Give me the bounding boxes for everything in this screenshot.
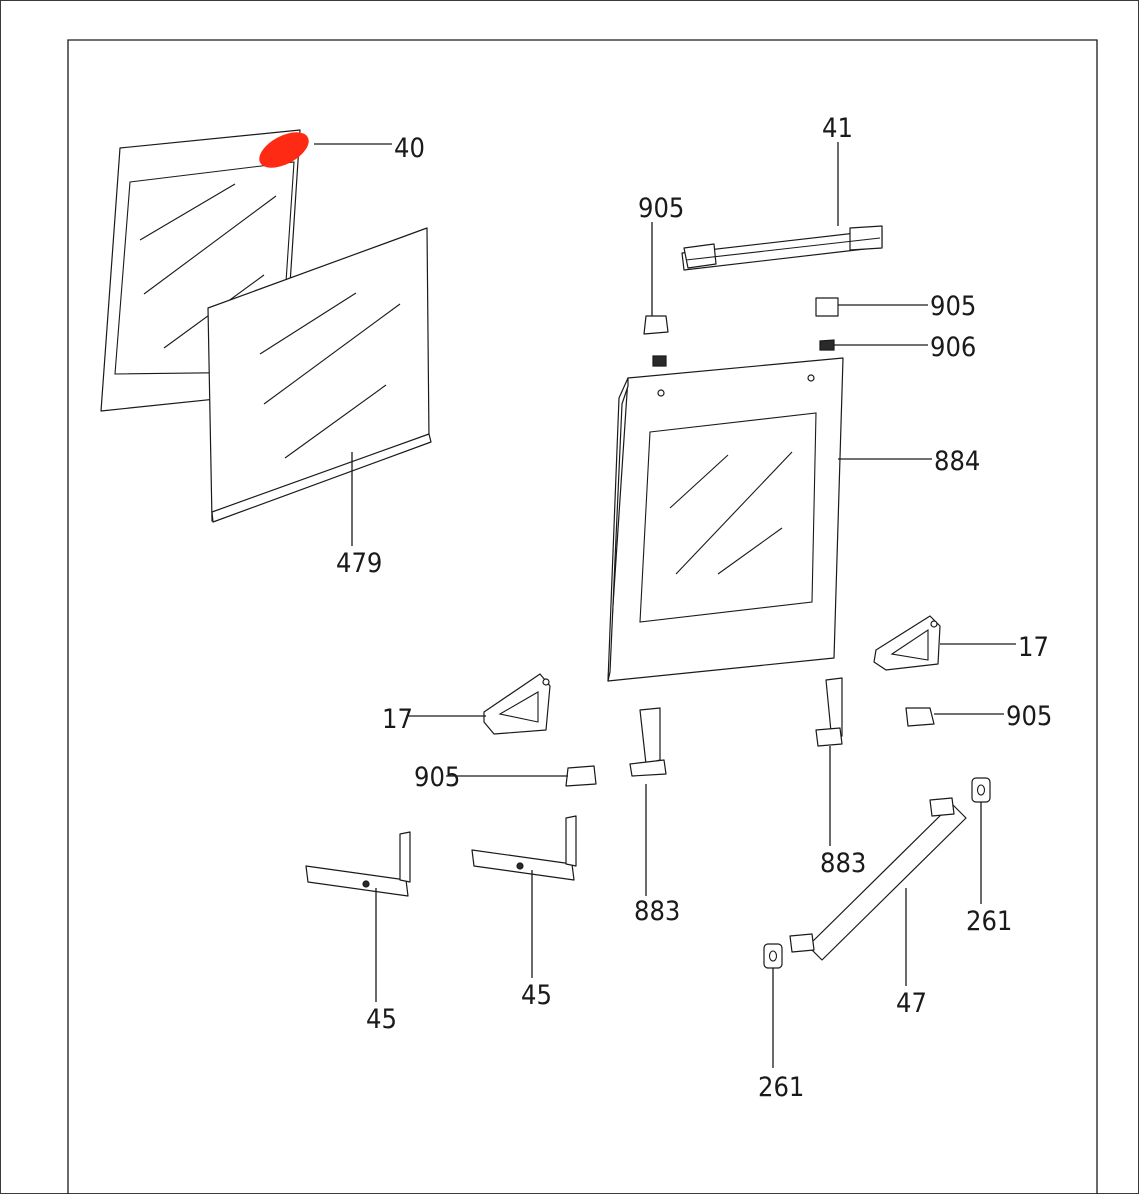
endcap-261-bottom xyxy=(763,943,783,969)
top-profile xyxy=(681,225,883,271)
clip-905-mid-right xyxy=(905,707,935,727)
drawing-frame xyxy=(67,39,1098,1194)
label-part-45-left: 45 xyxy=(366,1004,397,1035)
label-part-884: 884 xyxy=(934,446,980,477)
clip-905-right xyxy=(815,297,839,317)
label-part-47: 47 xyxy=(896,988,927,1019)
label-part-40: 40 xyxy=(394,133,425,164)
leader-lines xyxy=(314,142,1016,1068)
endcap-261-right xyxy=(971,777,991,803)
label-part-261-right: 261 xyxy=(966,906,1012,937)
handle-47 xyxy=(789,797,967,961)
clip-905-top xyxy=(643,315,669,367)
door-frame xyxy=(607,357,844,682)
bracket-17-right xyxy=(873,615,941,671)
label-part-905-right: 905 xyxy=(930,291,976,322)
label-part-41: 41 xyxy=(822,113,853,144)
label-part-17-left: 17 xyxy=(382,704,413,735)
label-part-883-mid: 883 xyxy=(634,896,680,927)
guide-883-right xyxy=(815,677,843,747)
clip-905-left xyxy=(565,765,597,787)
clip-906 xyxy=(819,339,835,351)
label-part-905-top: 905 xyxy=(638,193,684,224)
label-part-479: 479 xyxy=(336,548,382,579)
hinge-45-left xyxy=(305,831,411,897)
hinge-45-right xyxy=(471,815,577,881)
inner-glass-panel xyxy=(207,227,432,523)
label-part-45-right: 45 xyxy=(521,980,552,1011)
bracket-17-left xyxy=(483,673,551,735)
guide-883-mid xyxy=(629,707,667,777)
label-part-905-mid-right: 905 xyxy=(1006,701,1052,732)
label-part-906: 906 xyxy=(930,332,976,363)
label-part-905-left: 905 xyxy=(414,762,460,793)
highlight-mark xyxy=(259,132,309,168)
label-part-261-bottom: 261 xyxy=(758,1072,804,1103)
label-part-17-right: 17 xyxy=(1018,632,1049,663)
label-part-883-right: 883 xyxy=(820,848,866,879)
